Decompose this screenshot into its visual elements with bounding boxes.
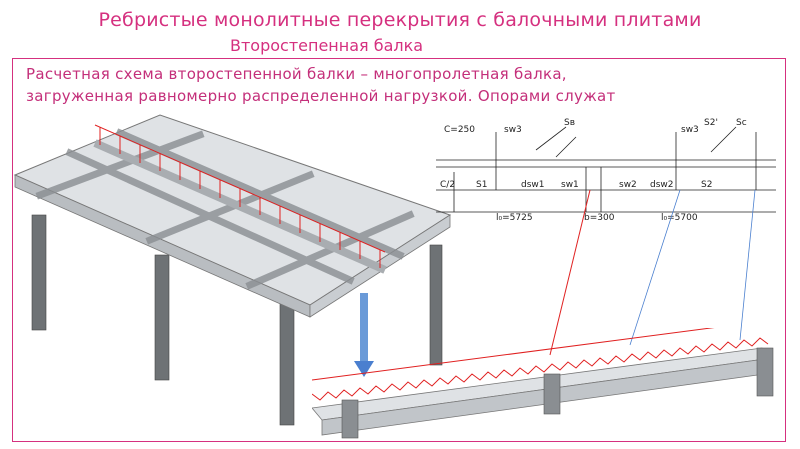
slab-3d-illustration xyxy=(13,114,452,426)
dim-c250: C=250 xyxy=(444,125,475,135)
label-sw1: sw1 xyxy=(561,180,579,190)
dim-span-2: l₀=5700 xyxy=(661,213,698,223)
dim-support: b=300 xyxy=(584,213,615,223)
label-s2: S2 xyxy=(701,180,712,190)
label-s-c: Sc xyxy=(736,118,747,128)
label-s2-prime: S2' xyxy=(704,118,718,128)
dim-c2: C/2 xyxy=(440,180,455,190)
content-frame xyxy=(12,58,786,442)
label-dsw2: dsw2 xyxy=(650,180,674,190)
label-s-b: Sв xyxy=(564,118,575,128)
pointer-lines xyxy=(549,189,756,356)
description-line-2: загруженная равномерно распределенной на… xyxy=(26,87,616,105)
dim-span-1: l₀=5725 xyxy=(496,213,533,223)
slide-title: Ребристые монолитные перекрытия с балочн… xyxy=(98,9,702,31)
label-s1: S1 xyxy=(476,180,487,190)
label-sw2: sw2 xyxy=(619,180,637,190)
label-sw3-right: sw3 xyxy=(681,125,699,135)
description-text: Расчетная схема второстепенной балки – м… xyxy=(26,63,746,107)
label-sw3-left: sw3 xyxy=(504,125,522,135)
description-line-1: Расчетная схема второстепенной балки – м… xyxy=(26,65,567,83)
label-dsw1: dsw1 xyxy=(521,180,545,190)
continuous-beam-illustration xyxy=(312,328,774,439)
slide-subtitle: Второстепенная балка xyxy=(230,36,424,55)
reinforcement-drawing: C=250 sw3 Sв sw3 S2' Sc C/2 S1 dsw1 sw1 … xyxy=(436,118,776,223)
